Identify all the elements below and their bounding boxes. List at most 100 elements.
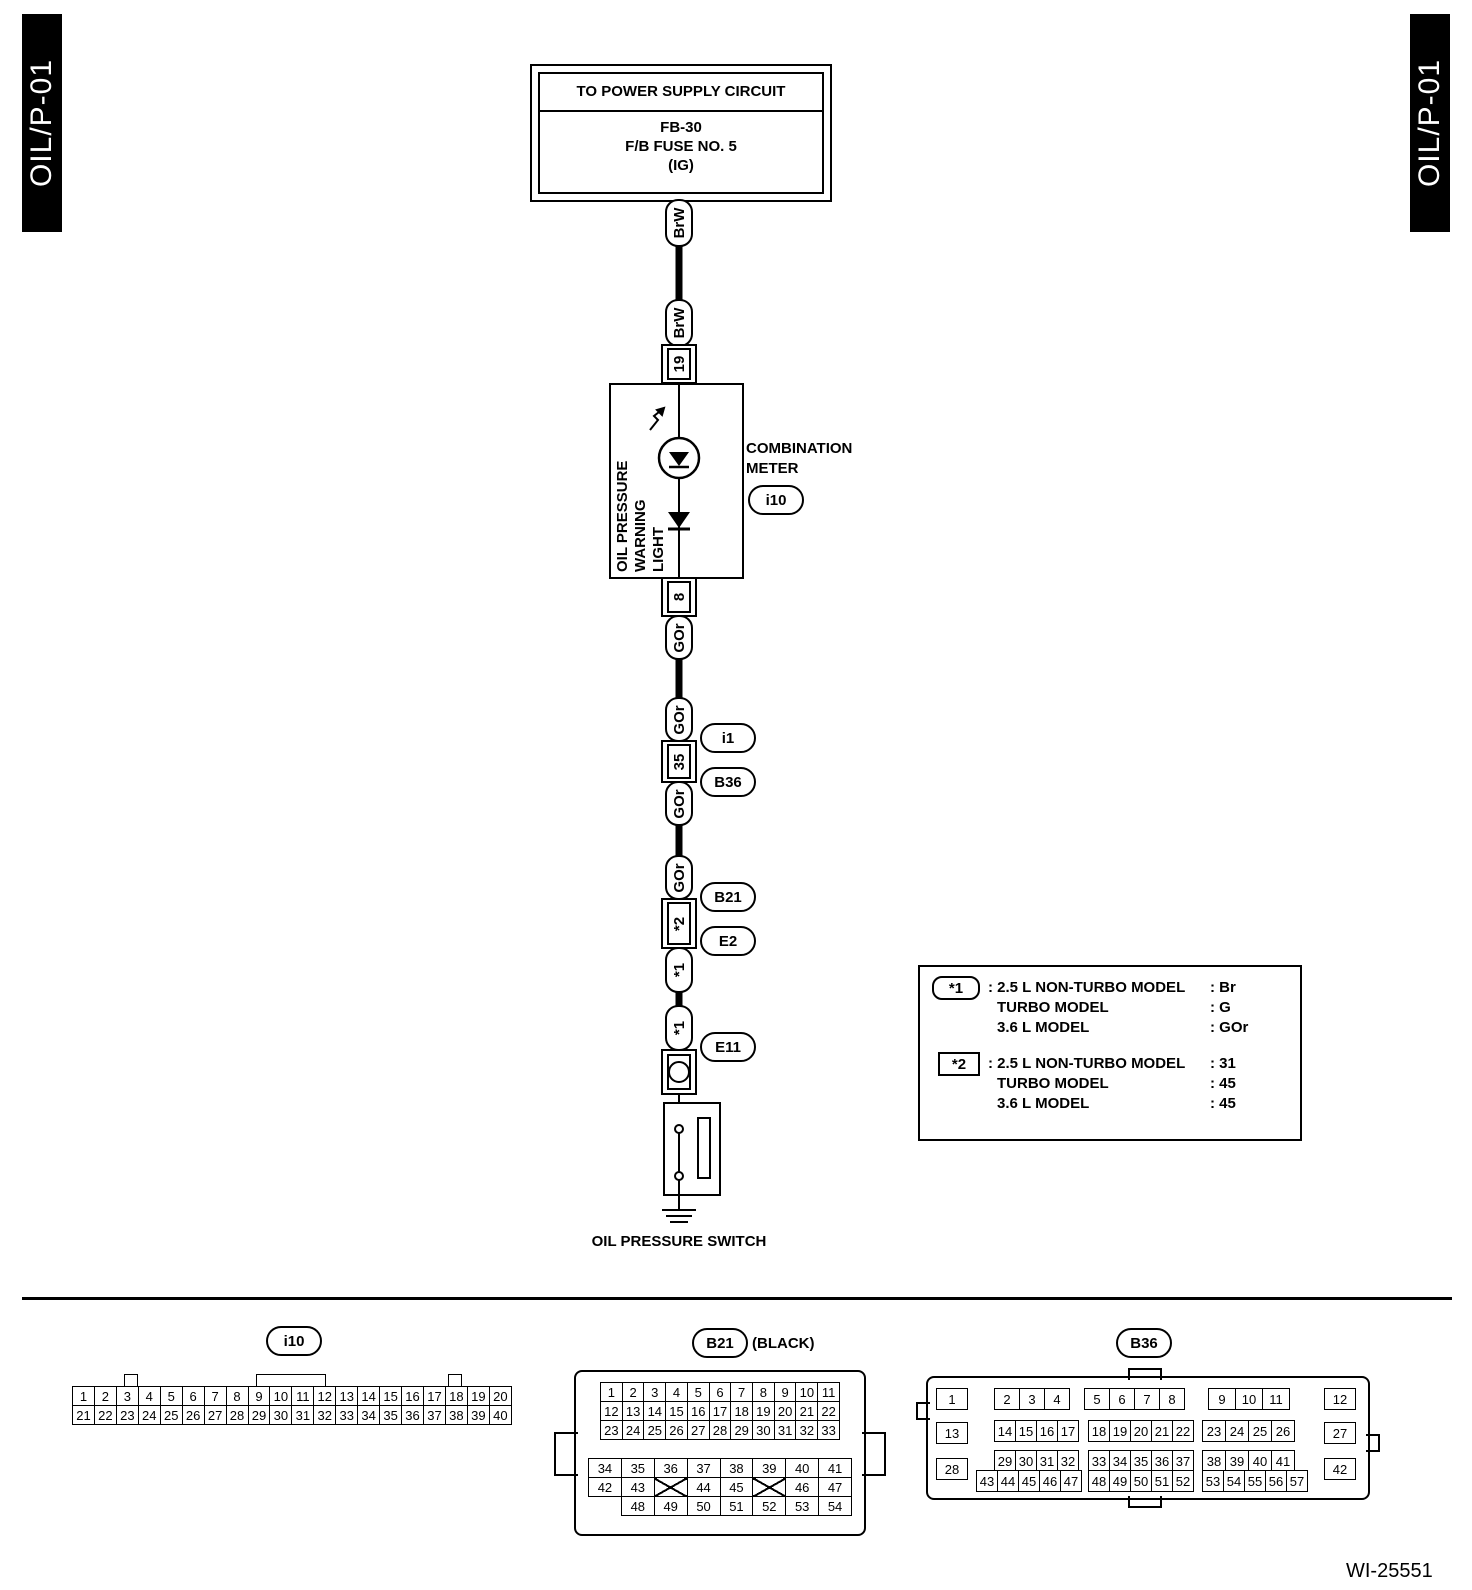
pin-cell: 47 (1060, 1470, 1082, 1492)
pin-cell: 39 (752, 1458, 787, 1478)
wire-label-low-2: *1 (665, 1005, 693, 1051)
page-tab-left: OIL/P-01 (22, 14, 62, 232)
pin-cell: 36 (653, 1458, 688, 1478)
pin-cell: 41 (818, 1458, 852, 1478)
pin-cell: 20 (488, 1386, 513, 1406)
connector-e11: E11 (700, 1032, 756, 1062)
pin-cell: 33 (335, 1405, 359, 1425)
pin-cell: 17 (1057, 1420, 1079, 1442)
pin-cell: 43 (976, 1470, 998, 1492)
pin-cell: 32 (313, 1405, 337, 1425)
pin-cell: 3 (1019, 1388, 1045, 1410)
pin-cell: 50 (686, 1496, 721, 1516)
pin-cell: 17 (423, 1386, 446, 1406)
pin-cell: 13 (621, 1401, 645, 1421)
pin-cell: 54 (818, 1496, 852, 1516)
pin-cell: 38 (444, 1405, 468, 1425)
pin-cell: 4 (1044, 1388, 1070, 1410)
svg-text:8: 8 (671, 593, 688, 601)
pin-cell: 50 (1130, 1470, 1152, 1492)
pin-cell: 12 (600, 1401, 623, 1421)
pin-cell: 16 (1036, 1420, 1058, 1442)
pin-cell: 19 (466, 1386, 490, 1406)
pin-cell: 6 (1109, 1388, 1135, 1410)
svg-text:BrW: BrW (671, 207, 688, 239)
pin-cell: 1 (72, 1386, 95, 1406)
pin-cell: 39 (1225, 1450, 1249, 1472)
note2-row3-value: : 45 (1210, 1095, 1236, 1112)
connector-e2: E2 (700, 926, 756, 956)
wire-label-mid-4: GOr (665, 855, 693, 900)
note2-row2-value: : 45 (1210, 1075, 1236, 1092)
pin-cell (653, 1477, 688, 1497)
pin-cell: 14 (994, 1420, 1016, 1442)
pin-cell: 18 (730, 1401, 754, 1421)
pin-box-b21: *2 (661, 898, 697, 949)
pin-cell: 23 (115, 1405, 139, 1425)
switch-connector (661, 1049, 697, 1095)
pin-cell: 3 (643, 1382, 667, 1402)
pin-cell: 52 (1172, 1470, 1194, 1492)
pin-cell: 5 (159, 1386, 183, 1406)
pin-cell: 10 (1235, 1388, 1263, 1410)
pin-cell: 16 (401, 1386, 424, 1406)
pin-cell: 27 (203, 1405, 227, 1425)
pin-cell: 37 (423, 1405, 446, 1425)
pin-cell: 29 (994, 1450, 1016, 1472)
pin-cell: 22 (93, 1405, 117, 1425)
pin-cell: 26 (665, 1420, 688, 1440)
pin-cell: 45 (719, 1477, 754, 1497)
pin-cell: 30 (269, 1405, 293, 1425)
pin-cell: 45 (1018, 1470, 1040, 1492)
warning-light-label-1: OIL PRESSURE (614, 461, 631, 572)
pin-cell: 15 (1015, 1420, 1037, 1442)
fuse-number: F/B FUSE NO. 5 (625, 138, 737, 155)
pin-cell: 1 (600, 1382, 623, 1402)
pin-cell: 40 (1248, 1450, 1272, 1472)
svg-text:*1: *1 (671, 963, 688, 977)
note1-row1-value: : Br (1210, 979, 1236, 996)
note2-row1-value: : 31 (1210, 1055, 1236, 1072)
svg-text:*2: *2 (671, 917, 688, 931)
pin-cell: 24 (621, 1420, 645, 1440)
pin-cell: 22 (1172, 1420, 1194, 1442)
note1-row1-label: : 2.5 L NON-TURBO MODEL (988, 979, 1186, 996)
pin-cell: 33 (1088, 1450, 1110, 1472)
pin-cell: 38 (1202, 1450, 1226, 1472)
combination-meter-box (609, 383, 744, 579)
pin-cell: 23 (600, 1420, 623, 1440)
pin-cell: 10 (795, 1382, 819, 1402)
pin-cell (589, 1497, 622, 1516)
pin-cell: 8 (752, 1382, 775, 1402)
svg-text:*1: *1 (671, 1021, 688, 1035)
pin-cell: 34 (1109, 1450, 1131, 1472)
pin-cell: 31 (291, 1405, 315, 1425)
pin-cell: 53 (785, 1496, 820, 1516)
pin-cell: 53 (1202, 1470, 1224, 1492)
pin-cell: 41 (1271, 1450, 1295, 1472)
pin-cell: 25 (1248, 1420, 1272, 1442)
pin-cell: 49 (653, 1496, 688, 1516)
oil-pressure-switch-icon (663, 1094, 721, 1210)
pin-cell: 22 (817, 1401, 840, 1421)
pin-cell: 36 (401, 1405, 424, 1425)
pin-cell: 38 (719, 1458, 754, 1478)
pin-cell: 18 (1088, 1420, 1110, 1442)
pin-cell: 24 (137, 1405, 161, 1425)
pin-cell: 34 (588, 1458, 622, 1478)
page-tab-right: OIL/P-01 (1410, 14, 1450, 232)
pin-cell: 19 (1109, 1420, 1131, 1442)
note2-row3-label: 3.6 L MODEL (997, 1095, 1090, 1112)
pin-cell: 29 (247, 1405, 271, 1425)
pin-cell: 30 (752, 1420, 775, 1440)
pin-box-35: 35 (661, 740, 697, 783)
wire-label-mid-3: GOr (665, 781, 693, 826)
pin-cell: 46 (785, 1477, 820, 1497)
pin-cell: 26 (181, 1405, 205, 1425)
pin-cell: 31 (773, 1420, 797, 1440)
note-tag-2: *2 (938, 1052, 980, 1076)
pin-cell: 9 (773, 1382, 797, 1402)
pin-cell: 5 (1084, 1388, 1110, 1410)
